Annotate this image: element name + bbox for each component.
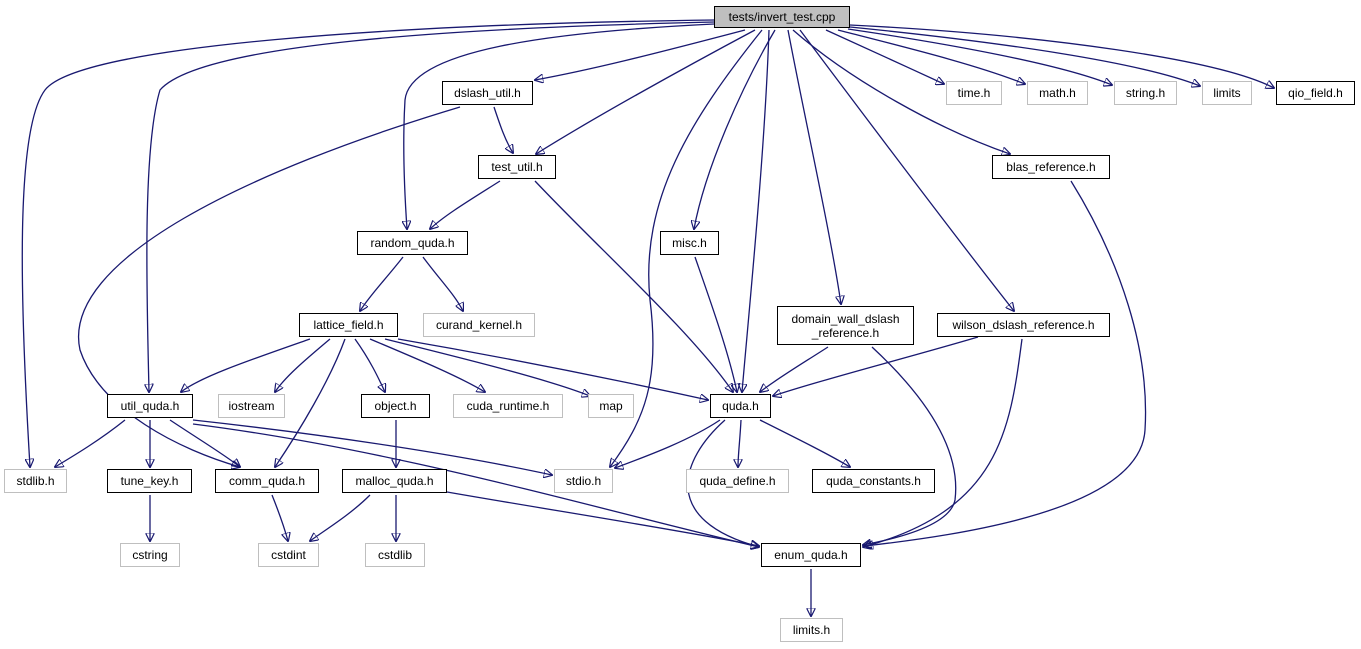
edge-malloc-quda-to-enum-quda: [446, 491, 759, 546]
node-enum-quda-h[interactable]: enum_quda.h: [761, 543, 861, 567]
edge-util-quda-to-stdlib: [55, 419, 126, 467]
edge-lattice-field-to-object: [354, 338, 385, 392]
edge-lattice-field-to-quda: [397, 338, 708, 400]
edge-util-quda-to-stdio: [192, 419, 552, 475]
edge-wilson-dslash-to-quda: [773, 336, 979, 396]
node-invert-test-cpp[interactable]: tests/invert_test.cpp: [714, 6, 850, 28]
edge-invert-test-to-math: [837, 29, 1025, 84]
node-quda-define-h: quda_define.h: [686, 469, 789, 493]
edge-random-quda-to-lattice-field: [360, 256, 404, 311]
edge-invert-test-to-misc: [694, 29, 776, 229]
node-lattice-field-h[interactable]: lattice_field.h: [299, 313, 398, 337]
node-limits-h: limits.h: [780, 618, 843, 642]
edge-domain-wall-to-quda: [760, 346, 829, 392]
edge-lattice-field-to-util-quda: [181, 338, 311, 392]
edge-quda-to-stdio: [615, 419, 721, 468]
node-cstdlib: cstdlib: [365, 543, 425, 567]
node-malloc-quda-h[interactable]: malloc_quda.h: [342, 469, 447, 493]
edge-invert-test-to-stdlib: [21, 19, 715, 467]
node-iostream: iostream: [218, 394, 285, 418]
edge-lattice-field-to-cuda-runtime: [369, 338, 485, 392]
node-util-quda-h[interactable]: util_quda.h: [107, 394, 193, 418]
edge-lattice-field-to-iostream: [275, 338, 331, 392]
node-misc-h[interactable]: misc.h: [660, 231, 719, 255]
node-domain-wall-dslash-reference-h[interactable]: domain_wall_dslash _reference.h: [777, 306, 914, 345]
node-object-h[interactable]: object.h: [361, 394, 430, 418]
edge-invert-test-to-blas-reference: [792, 29, 1010, 154]
edge-invert-test-to-wilson-dslash: [799, 29, 1014, 311]
edge-domain-wall-to-enum-quda: [863, 346, 957, 545]
edge-util-quda-to-comm-quda: [169, 419, 240, 467]
edge-test-util-to-quda: [534, 180, 733, 392]
edge-dslash-util-to-test-util: [493, 106, 513, 153]
node-dslash-util-h[interactable]: dslash_util.h: [442, 81, 533, 105]
node-qio-field-h[interactable]: qio_field.h: [1276, 81, 1355, 105]
node-random-quda-h[interactable]: random_quda.h: [357, 231, 468, 255]
node-blas-reference-h[interactable]: blas_reference.h: [992, 155, 1110, 179]
node-comm-quda-h[interactable]: comm_quda.h: [215, 469, 319, 493]
edge-invert-test-to-domain-wall: [787, 29, 841, 304]
node-quda-h[interactable]: quda.h: [710, 394, 771, 418]
edge-comm-quda-to-cstdint: [271, 494, 288, 541]
node-test-util-h[interactable]: test_util.h: [478, 155, 556, 179]
node-map: map: [588, 394, 634, 418]
edge-invert-test-to-time: [825, 29, 944, 84]
edge-lattice-field-to-comm-quda: [275, 338, 346, 467]
edge-wilson-dslash-to-enum-quda: [863, 338, 1023, 547]
edge-invert-test-to-string: [847, 28, 1112, 85]
edge-invert-test-to-random-quda: [404, 23, 715, 229]
edge-invert-test-to-quda: [742, 29, 770, 392]
node-stdlib-h: stdlib.h: [4, 469, 67, 493]
edge-util-quda-to-enum-quda: [192, 423, 759, 547]
node-stdio-h: stdio.h: [554, 469, 613, 493]
edge-quda-to-quda-constants: [759, 419, 850, 467]
edge-invert-test-to-limits: [849, 26, 1200, 86]
edge-random-quda-to-curand-kernel: [422, 256, 463, 311]
node-curand-kernel-h: curand_kernel.h: [423, 313, 535, 337]
edge-invert-test-to-test-util: [536, 29, 756, 154]
edge-dslash-util-to-comm-quda: [77, 106, 461, 467]
edge-lattice-field-to-map: [384, 338, 590, 396]
edge-quda-to-quda-define: [738, 419, 741, 467]
node-string-h: string.h: [1114, 81, 1177, 105]
edge-malloc-quda-to-cstdint: [310, 494, 371, 541]
edge-invert-test-to-stdio: [610, 29, 763, 467]
node-tune-key-h[interactable]: tune_key.h: [107, 469, 192, 493]
node-cuda-runtime-h: cuda_runtime.h: [453, 394, 563, 418]
edge-blas-reference-to-enum-quda: [865, 180, 1147, 546]
node-cstdint: cstdint: [258, 543, 319, 567]
node-cstring: cstring: [120, 543, 180, 567]
edge-invert-test-to-util-quda: [147, 21, 715, 392]
edge-invert-test-to-qio-field: [849, 24, 1274, 88]
node-quda-constants-h[interactable]: quda_constants.h: [812, 469, 935, 493]
edge-invert-test-to-dslash-util: [535, 29, 746, 80]
node-limits: limits: [1202, 81, 1252, 105]
edge-misc-to-quda: [694, 256, 737, 392]
node-wilson-dslash-reference-h[interactable]: wilson_dslash_reference.h: [937, 313, 1110, 337]
node-math-h: math.h: [1027, 81, 1088, 105]
node-time-h: time.h: [946, 81, 1002, 105]
edge-test-util-to-random-quda: [430, 180, 501, 229]
